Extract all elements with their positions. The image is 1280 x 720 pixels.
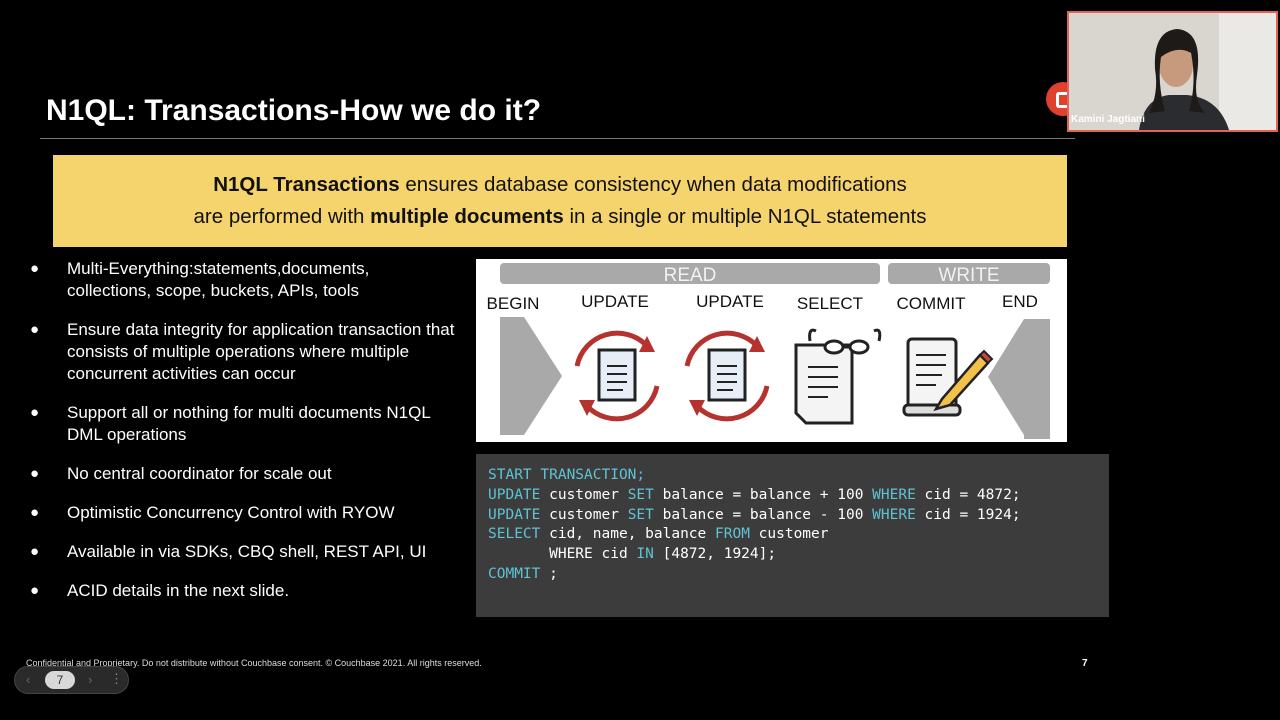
slide-page-number: 7 [1082, 658, 1088, 669]
code-keyword: WHERE [872, 506, 916, 523]
commit-scroll-pencil-icon [902, 337, 994, 417]
code-text: ; [540, 565, 558, 582]
step-label-end: END [1002, 292, 1038, 311]
banner-text-2a: are performed with [193, 205, 371, 228]
prev-slide-icon[interactable]: ‹ [26, 672, 31, 687]
code-text: [4872, 1924]; [653, 546, 777, 563]
participant-video-tile[interactable]: Kamini Jagtiani [1067, 11, 1278, 132]
transaction-flow-svg: READ WRITE BEGIN UPDATE UPDATE SELECT CO… [487, 263, 1050, 439]
participant-video-image [1069, 13, 1276, 130]
code-text: WHERE cid [488, 546, 637, 563]
code-keyword: SET [627, 486, 654, 503]
summary-banner: N1QL Transactions ensures database consi… [53, 155, 1067, 247]
bullet-dot-icon: ● [30, 543, 40, 560]
current-slide-indicator[interactable]: 7 [45, 671, 75, 689]
transaction-flow-diagram: READ WRITE BEGIN UPDATE UPDATE SELECT CO… [476, 259, 1067, 442]
bullet-item: ● Support all or nothing for multi docume… [28, 402, 458, 446]
code-text: customer [749, 526, 829, 543]
banner-line-2: are performed with multiple documents in… [53, 201, 1067, 233]
banner-bold-2: multiple documents [370, 205, 564, 228]
code-keyword: FROM [715, 526, 750, 543]
bullet-dot-icon: ● [30, 582, 40, 599]
code-line: UPDATE customer SET balance = balance - … [488, 506, 1109, 526]
code-line: SELECT cid, name, balance FROM customer [488, 525, 1109, 545]
bullet-text: Available in via SDKs, CBQ shell, REST A… [67, 542, 427, 561]
code-text: cid, name, balance [540, 526, 715, 543]
select-document-glasses-icon [794, 328, 882, 425]
bullet-dot-icon: ● [30, 465, 40, 482]
code-text: cid = 4872; [915, 486, 1021, 503]
bullet-text: ACID details in the next slide. [67, 581, 290, 600]
title-divider [40, 138, 1075, 139]
code-text: balance = balance + 100 [653, 486, 873, 503]
code-line: UPDATE customer SET balance = balance + … [488, 486, 1109, 506]
bullet-text: No central coordinator for scale out [67, 464, 332, 483]
code-keyword: IN [636, 546, 654, 563]
bullet-text: Ensure data integrity for application tr… [67, 320, 455, 383]
update-document-icon [684, 330, 770, 422]
step-label-begin: BEGIN [487, 294, 540, 313]
write-bar [888, 263, 1050, 284]
bullet-item: ● Ensure data integrity for application t… [28, 319, 458, 385]
banner-text-1: ensures database consistency when data m… [399, 173, 907, 196]
step-label-commit: COMMIT [897, 294, 966, 313]
code-keyword: COMMIT [488, 565, 541, 582]
code-keyword: SET [627, 506, 654, 523]
slide-pager: ‹ 7 › ⋮ [14, 666, 129, 694]
bullet-text: Multi-Everything:statements,documents, c… [67, 259, 370, 300]
end-arrow-icon [988, 319, 1050, 439]
code-text: customer [540, 506, 628, 523]
code-text: cid = 1924; [915, 506, 1021, 523]
bullet-text: Optimistic Concurrency Control with RYOW [67, 503, 395, 522]
bullet-item: ● Multi-Everything:statements,documents, … [28, 258, 458, 302]
more-options-icon[interactable]: ⋮ [110, 671, 123, 686]
code-line: COMMIT ; [488, 565, 1109, 585]
code-text: balance = balance - 100 [653, 506, 873, 523]
bullet-item: ● Available in via SDKs, CBQ shell, REST … [28, 541, 458, 563]
code-text: customer [540, 486, 628, 503]
code-line: WHERE cid IN [4872, 1924]; [488, 545, 1109, 565]
code-line: START TRANSACTION; [488, 466, 1109, 486]
bullet-item: ● No central coordinator for scale out [28, 463, 458, 485]
slide-footer: Confidential and Proprietary. Do not dis… [26, 658, 482, 668]
slide-title: N1QL: Transactions-How we do it? [46, 94, 542, 127]
participant-name: Kamini Jagtiani [1071, 114, 1145, 125]
next-slide-icon[interactable]: › [88, 672, 93, 687]
bullet-item: ● Optimistic Concurrency Control with RYO… [28, 502, 458, 524]
code-keyword: SELECT [488, 526, 541, 543]
update-document-icon [574, 330, 660, 422]
code-keyword: UPDATE [488, 506, 541, 523]
banner-bold-1: N1QL Transactions [213, 173, 400, 196]
code-keyword: START TRANSACTION; [488, 467, 646, 483]
code-keyword: UPDATE [488, 486, 541, 503]
bullet-dot-icon: ● [30, 260, 40, 277]
write-label: WRITE [938, 265, 999, 286]
bullet-dot-icon: ● [30, 504, 40, 521]
sql-code-block: START TRANSACTION; UPDATE customer SET ba… [476, 454, 1109, 617]
step-label-update-2: UPDATE [696, 292, 764, 311]
banner-text-2b: in a single or multiple N1QL statements [563, 205, 927, 228]
bullet-dot-icon: ● [30, 404, 40, 421]
step-label-select: SELECT [797, 294, 863, 313]
code-keyword: WHERE [872, 486, 916, 503]
read-label: READ [664, 265, 717, 286]
bullet-dot-icon: ● [30, 321, 40, 338]
read-bar [500, 263, 880, 284]
feature-bullet-list: ● Multi-Everything:statements,documents, … [28, 258, 458, 619]
banner-line-1: N1QL Transactions ensures database consi… [53, 169, 1067, 201]
step-label-update-1: UPDATE [581, 292, 649, 311]
bullet-text: Support all or nothing for multi documen… [67, 403, 431, 444]
bullet-item: ● ACID details in the next slide. [28, 580, 458, 602]
begin-arrow-icon [500, 317, 562, 435]
